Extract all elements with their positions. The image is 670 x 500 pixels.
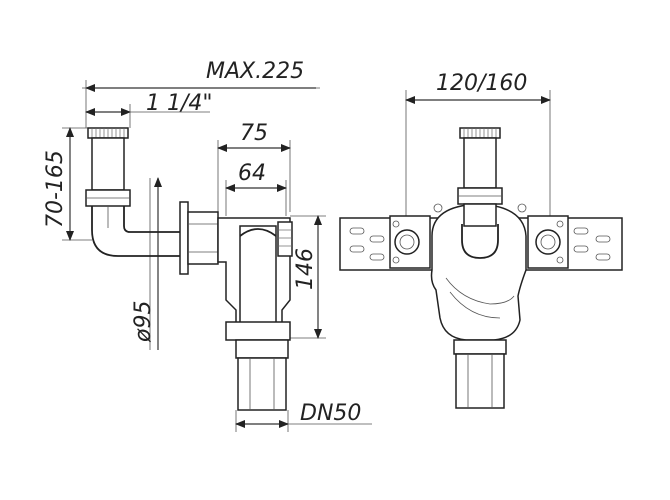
front-inlet-pipe [457,127,503,227]
dim-146-label: 146 [293,248,318,290]
dim-height-range: 70-165 [43,127,92,241]
inlet-pipe [85,127,240,257]
dim-thread-label: 1 1/4" [146,91,213,116]
dim-75-label: 75 [240,121,268,146]
dim-bracket-spacing-label: 120/160 [436,71,527,96]
siphon-housing [217,217,293,341]
side-view: MAX.225 1 1/4" 70-165 75 64 [43,59,372,432]
right-connector [527,215,569,269]
wall-flange [179,201,219,275]
dim-146: 146 [290,215,326,339]
dim-75: 75 [217,121,291,212]
dim-thread: 1 1/4" [85,91,213,128]
dim-outlet: DN50 [235,401,372,432]
dim-max-width-label: MAX.225 [206,59,304,84]
dim-height-range-label: 70-165 [43,150,68,228]
dim-diameter: ø95 [131,177,162,350]
dim-64: 64 [225,161,287,216]
left-connector [389,215,431,269]
dim-64-label: 64 [238,161,266,186]
dim-bracket-spacing: 120/160 [405,71,551,220]
front-outlet-pipe [453,339,507,409]
dim-max-width: MAX.225 [82,59,320,128]
dim-outlet-label: DN50 [300,401,361,426]
front-view: 120/160 [339,71,623,409]
dim-diameter-label: ø95 [131,301,156,343]
outlet-pipe [235,339,289,411]
